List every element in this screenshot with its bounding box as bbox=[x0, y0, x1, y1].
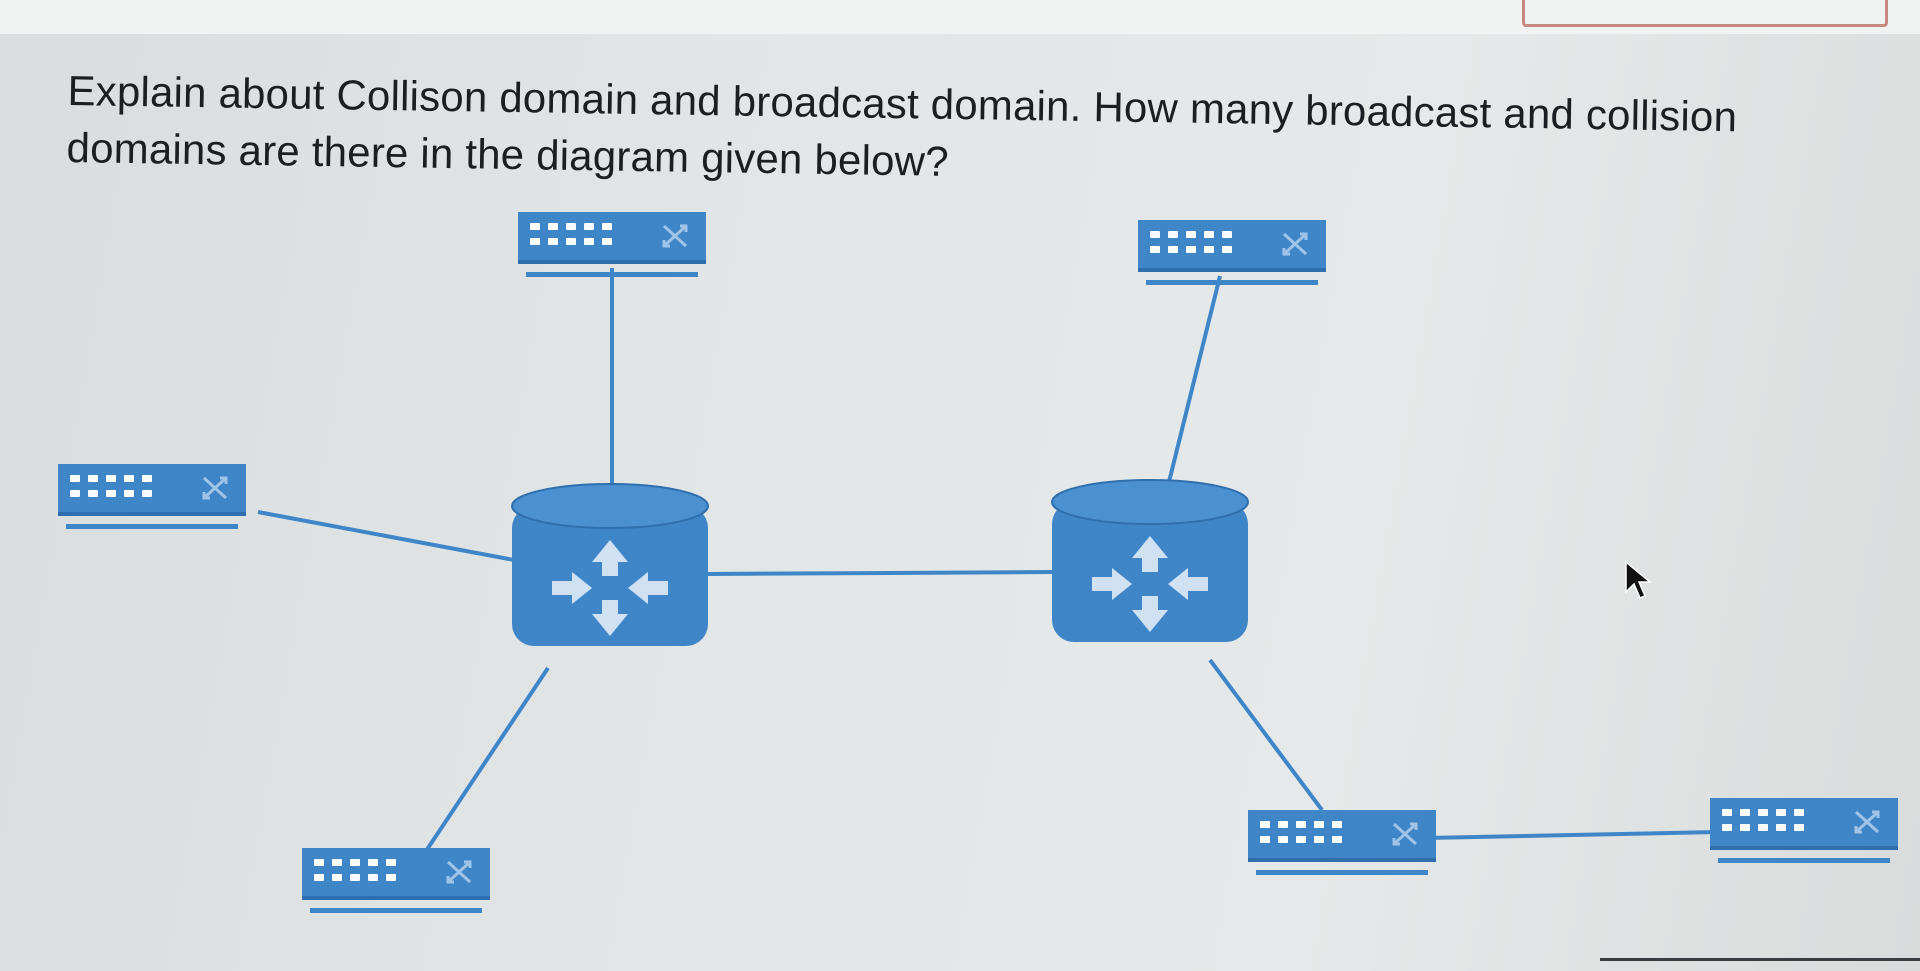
page-edge-line bbox=[1600, 958, 1920, 961]
switch-icon bbox=[1136, 218, 1328, 287]
router-icon bbox=[511, 483, 709, 647]
switch-bottom-left bbox=[300, 846, 492, 915]
answer-box-edge bbox=[1522, 0, 1888, 27]
top-strip bbox=[0, 0, 1920, 34]
router-icon bbox=[1051, 479, 1249, 643]
switch-icon bbox=[1708, 796, 1900, 865]
link-switch-bottom-middle-switch-bottom-right bbox=[1425, 830, 1719, 840]
switch-top-right bbox=[1136, 218, 1328, 287]
link-switch-top-right-router-right bbox=[1166, 275, 1222, 487]
link-switch-left-router-left bbox=[257, 510, 515, 562]
link-router-right-switch-bottom-middle bbox=[1208, 658, 1324, 812]
router-right bbox=[1051, 479, 1249, 643]
switch-icon bbox=[56, 462, 248, 531]
switch-top-left bbox=[516, 210, 708, 279]
switch-icon bbox=[300, 846, 492, 915]
link-router-left-router-right bbox=[707, 570, 1053, 576]
switch-bottom-right bbox=[1708, 796, 1900, 865]
link-switch-bottom-left-router-left bbox=[418, 666, 550, 862]
switch-icon bbox=[1246, 808, 1438, 877]
mouse-pointer-icon bbox=[1625, 560, 1653, 599]
switch-bottom-middle bbox=[1246, 808, 1438, 877]
router-left bbox=[511, 483, 709, 647]
switch-left bbox=[56, 462, 248, 531]
switch-icon bbox=[516, 210, 708, 279]
